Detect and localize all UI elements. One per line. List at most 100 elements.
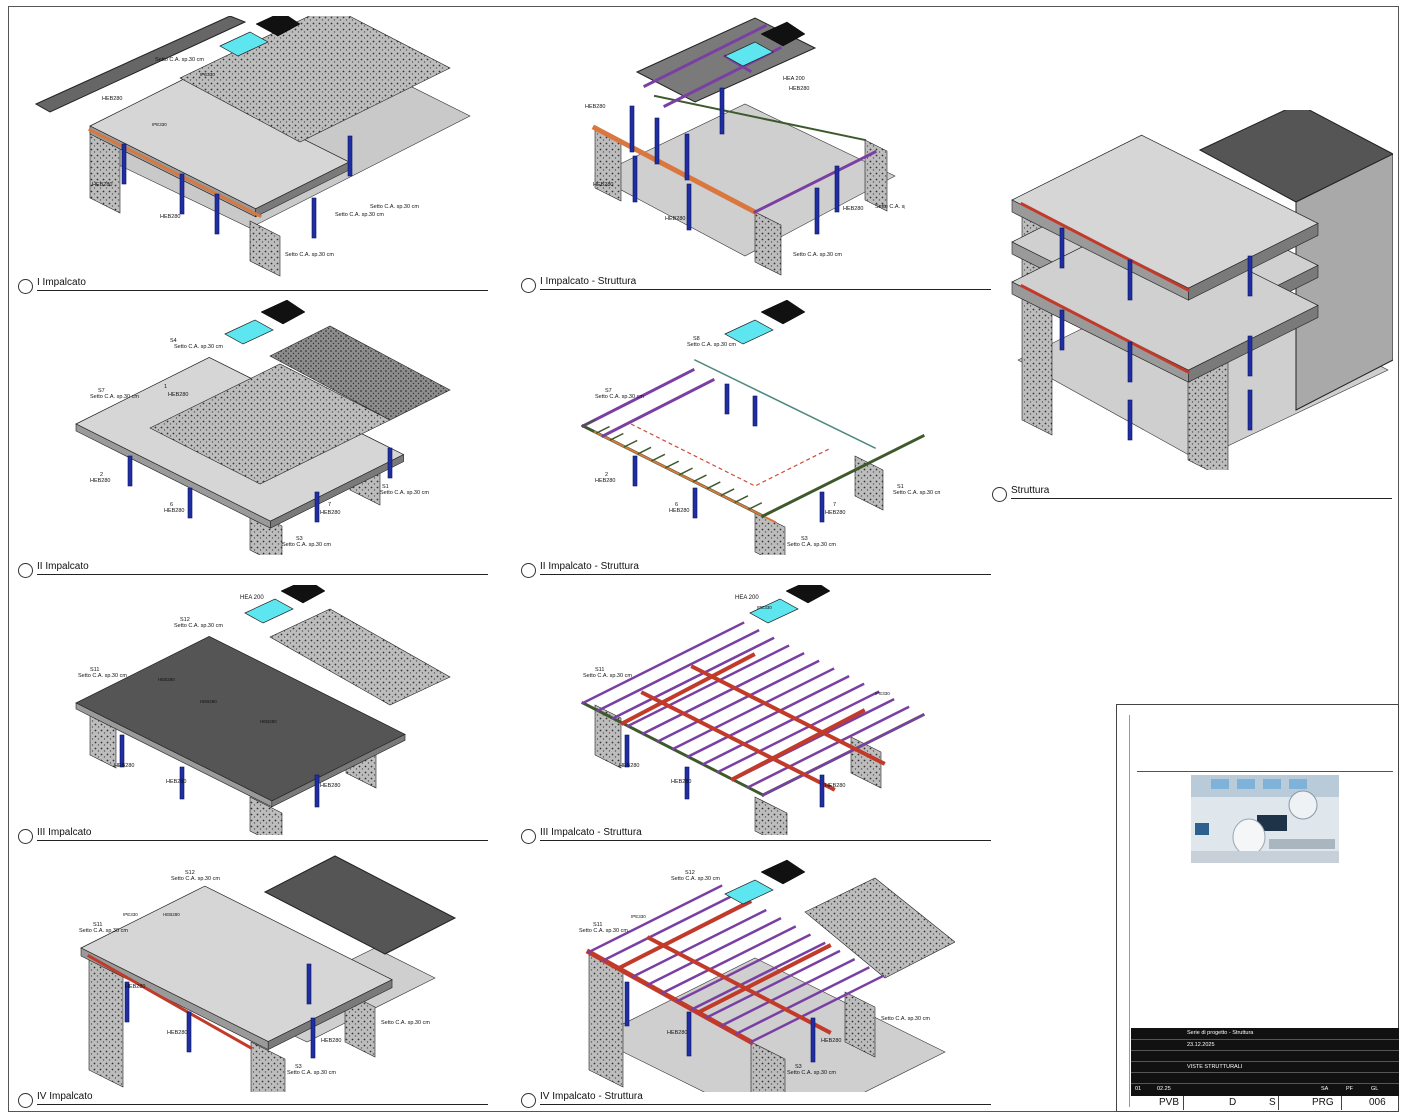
steel-column-heb280 <box>686 183 692 231</box>
title-block: Serie di progetto - Struttura 23.12.2025… <box>1116 704 1399 1112</box>
member-tag: S3 <box>795 1064 802 1070</box>
concrete-wall <box>750 1041 786 1092</box>
member-tag: HEB280 <box>163 912 180 917</box>
steel-column-heb280 <box>684 766 690 800</box>
title-block-data-band: Serie di progetto - Struttura 23.12.2025… <box>1131 1028 1399 1096</box>
member-tag: HEB280 <box>321 1038 342 1044</box>
steel-beam <box>595 425 610 434</box>
steel-column-heb280 <box>186 1011 192 1053</box>
view-title-8: IV Impalcato <box>18 1091 488 1111</box>
project-render-image <box>1191 775 1339 863</box>
steel-beam <box>646 935 832 1035</box>
steel-column-heb280 <box>314 491 320 523</box>
title-block-codes: PVB D S PRG 006 <box>1131 1096 1399 1110</box>
steel-beam <box>631 908 767 979</box>
concrete-wall <box>854 455 884 511</box>
tb-value: PF <box>1346 1086 1354 1092</box>
view-title-rule <box>540 289 991 290</box>
steel-column-heb280 <box>684 133 690 181</box>
steel-beam <box>581 621 745 705</box>
steel-column-heb280 <box>214 193 220 235</box>
member-tag: S1 <box>382 484 389 490</box>
steel-beam <box>760 433 926 519</box>
annex-roof <box>263 855 457 955</box>
view-struttura <box>1008 110 1393 470</box>
member-tag: Setto C.A. sp.30 cm <box>90 394 139 400</box>
stair-opening <box>724 879 774 905</box>
steel-beam <box>734 495 749 504</box>
member-tag: Setto C.A. sp.30 cm <box>793 252 842 258</box>
steel-beam <box>690 941 826 1011</box>
member-tag: Setto C.A. sp.30 cm <box>380 490 429 496</box>
steel-column-heb280 <box>127 455 133 487</box>
steel-beam <box>671 667 835 751</box>
steel-column-heb280 <box>179 766 185 800</box>
member-tag: Setto C.A. sp.30 cm <box>893 490 940 496</box>
annex-face <box>1295 153 1393 411</box>
concrete-wall <box>864 139 888 212</box>
steel-beam <box>705 949 841 1020</box>
steel-beam <box>678 467 693 476</box>
steel-beam <box>596 628 760 713</box>
steel-beam <box>675 933 812 1003</box>
member-tag: HEB280 <box>619 763 640 769</box>
tb-row: VISTE STRUTTURALI <box>1131 1061 1399 1073</box>
steel-column-heb280 <box>834 165 840 213</box>
member-tag: HEB280 <box>102 96 123 102</box>
steel-beam <box>580 367 696 429</box>
steel-beam <box>761 713 925 797</box>
view-title-label: IV Impalcato <box>37 1091 93 1102</box>
concrete-wall <box>754 211 782 276</box>
member-tag: Setto C.A. sp.30 cm <box>787 542 836 548</box>
steel-beam <box>706 481 721 490</box>
member-tag: S3 <box>296 536 303 542</box>
member-tag: HEB280 <box>167 1030 188 1036</box>
member-tag: Setto C.A. sp.30 cm <box>787 1070 836 1076</box>
steel-column-heb280 <box>310 1017 316 1059</box>
member-tag: HEB280 <box>667 1030 688 1036</box>
view-title-label: Struttura <box>1011 485 1050 496</box>
steel-beam <box>701 682 865 767</box>
steel-column-heb280 <box>1127 259 1133 301</box>
member-tag: S12 <box>180 617 190 623</box>
roof-hatched <box>804 877 955 979</box>
slab-edge <box>270 454 404 529</box>
member-tag: IPE330 <box>631 914 646 919</box>
steel-column-heb280 <box>1059 309 1065 351</box>
member-tag: HEB280 <box>669 508 690 514</box>
view-title-rule <box>540 1104 991 1105</box>
member-tag: IPE330 <box>875 691 890 696</box>
view-title-label: II Impalcato <box>37 561 89 572</box>
member-tag: Setto C.A. sp.30 cm <box>583 673 632 679</box>
member-tag: Setto C.A. sp.30 cm <box>282 542 331 548</box>
concrete-wall <box>754 796 788 835</box>
steel-beam <box>626 644 790 728</box>
member-tag: Setto C.A. sp.30 cm <box>285 252 334 258</box>
view-title-label: II Impalcato - Struttura <box>540 561 639 572</box>
steel-column-heb280 <box>814 187 820 235</box>
member-tag: HEA 200 <box>735 595 759 601</box>
member-tag: 6 <box>675 502 678 508</box>
ground-slab <box>594 957 946 1092</box>
steel-column-heb280 <box>624 734 630 768</box>
member-tag: HEB280 <box>164 508 185 514</box>
member-tag: IPE330 <box>123 912 138 917</box>
annex-roof <box>1198 110 1393 203</box>
member-tag: HEB280 <box>200 699 217 704</box>
stair-flight <box>785 585 831 604</box>
view-marker-circle <box>992 487 1007 502</box>
member-tag: HEB280 <box>320 510 341 516</box>
stair-flight <box>280 585 326 604</box>
iso-drawing <box>1011 110 1393 470</box>
steel-beam <box>656 659 820 744</box>
steel-beam <box>686 674 850 759</box>
steel-column-heb280 <box>632 455 638 487</box>
member-tag: HEB280 <box>92 182 113 188</box>
view-title-label: I Impalcato <box>37 277 86 288</box>
